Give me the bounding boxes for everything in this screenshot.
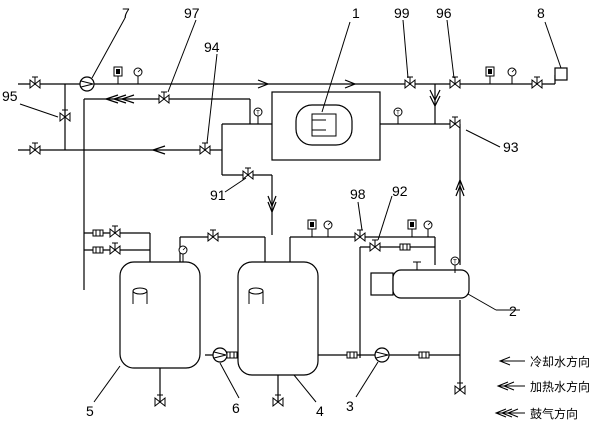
label-94: 94: [204, 39, 220, 55]
valve-92: [369, 239, 381, 252]
label-6: 6: [232, 400, 240, 416]
label-93: 93: [503, 139, 519, 155]
blower-8: [554, 67, 568, 81]
number-labels: 1 2 3 4 5 6 7 8 91 92 93 94 95 96 97 98 …: [2, 5, 545, 419]
reducer: [346, 351, 358, 359]
valve-94: [199, 142, 211, 155]
gauge-icon: [323, 220, 333, 238]
sensor-icon: [485, 66, 495, 85]
valve: [531, 76, 543, 89]
flow-arrows: [104, 79, 465, 214]
drain-valve: [154, 394, 166, 407]
pump-3: [374, 347, 390, 363]
drain-valve: [272, 394, 284, 407]
valve-93: [449, 116, 461, 129]
valve: [207, 229, 219, 242]
thermometer-icon: [253, 107, 263, 125]
incubator-1: [271, 91, 381, 161]
legend-cooling: 冷却水方向: [530, 354, 590, 369]
valve-96: [449, 76, 461, 89]
label-4: 4: [316, 403, 324, 419]
reducer: [399, 243, 411, 251]
label-97: 97: [184, 5, 200, 21]
leader-lines: [19, 17, 562, 403]
gauge-icon: [423, 220, 433, 238]
legend: 冷却水方向 加热水方向 鼓气方向: [494, 354, 590, 421]
valve: [29, 142, 41, 155]
label-95: 95: [2, 88, 18, 104]
label-91: 91: [210, 187, 226, 203]
legend-heating: 加热水方向: [530, 379, 590, 394]
sensor-icon: [407, 219, 417, 238]
reducer: [418, 351, 430, 359]
valve: [109, 242, 121, 255]
pump-6: [212, 347, 228, 363]
reducer: [92, 229, 104, 237]
gauge-icon: [507, 67, 517, 85]
gauge-icon: [133, 67, 143, 85]
label-3: 3: [346, 398, 354, 414]
label-1: 1: [352, 5, 360, 21]
valve-98: [354, 229, 366, 242]
reducer: [226, 351, 238, 359]
label-92: 92: [392, 183, 408, 199]
label-96: 96: [436, 5, 452, 21]
double-arrow-icon: [496, 381, 525, 391]
valve-97: [158, 91, 170, 104]
single-arrow-icon: [498, 356, 525, 366]
label-5: 5: [86, 403, 94, 419]
tank-5: [119, 261, 201, 369]
label-98: 98: [350, 186, 366, 202]
label-99: 99: [394, 5, 410, 21]
sensor-icon: [113, 66, 123, 85]
valve-99: [404, 76, 416, 89]
label-2: 2: [509, 303, 517, 319]
valve: [109, 225, 121, 238]
label-7: 7: [122, 5, 130, 21]
drain-valve: [454, 382, 466, 395]
valve-91: [242, 167, 254, 180]
legend-blowing: 鼓气方向: [530, 406, 578, 421]
reducer: [92, 246, 104, 254]
valve: [29, 76, 41, 89]
label-8: 8: [537, 5, 545, 21]
pump-7: [79, 76, 95, 92]
tank-4: [237, 261, 319, 376]
heat-exchanger-2: [370, 261, 470, 299]
thermometer-icon: [393, 107, 403, 125]
sensor-icon: [307, 219, 317, 238]
triple-arrow-icon: [494, 408, 525, 418]
